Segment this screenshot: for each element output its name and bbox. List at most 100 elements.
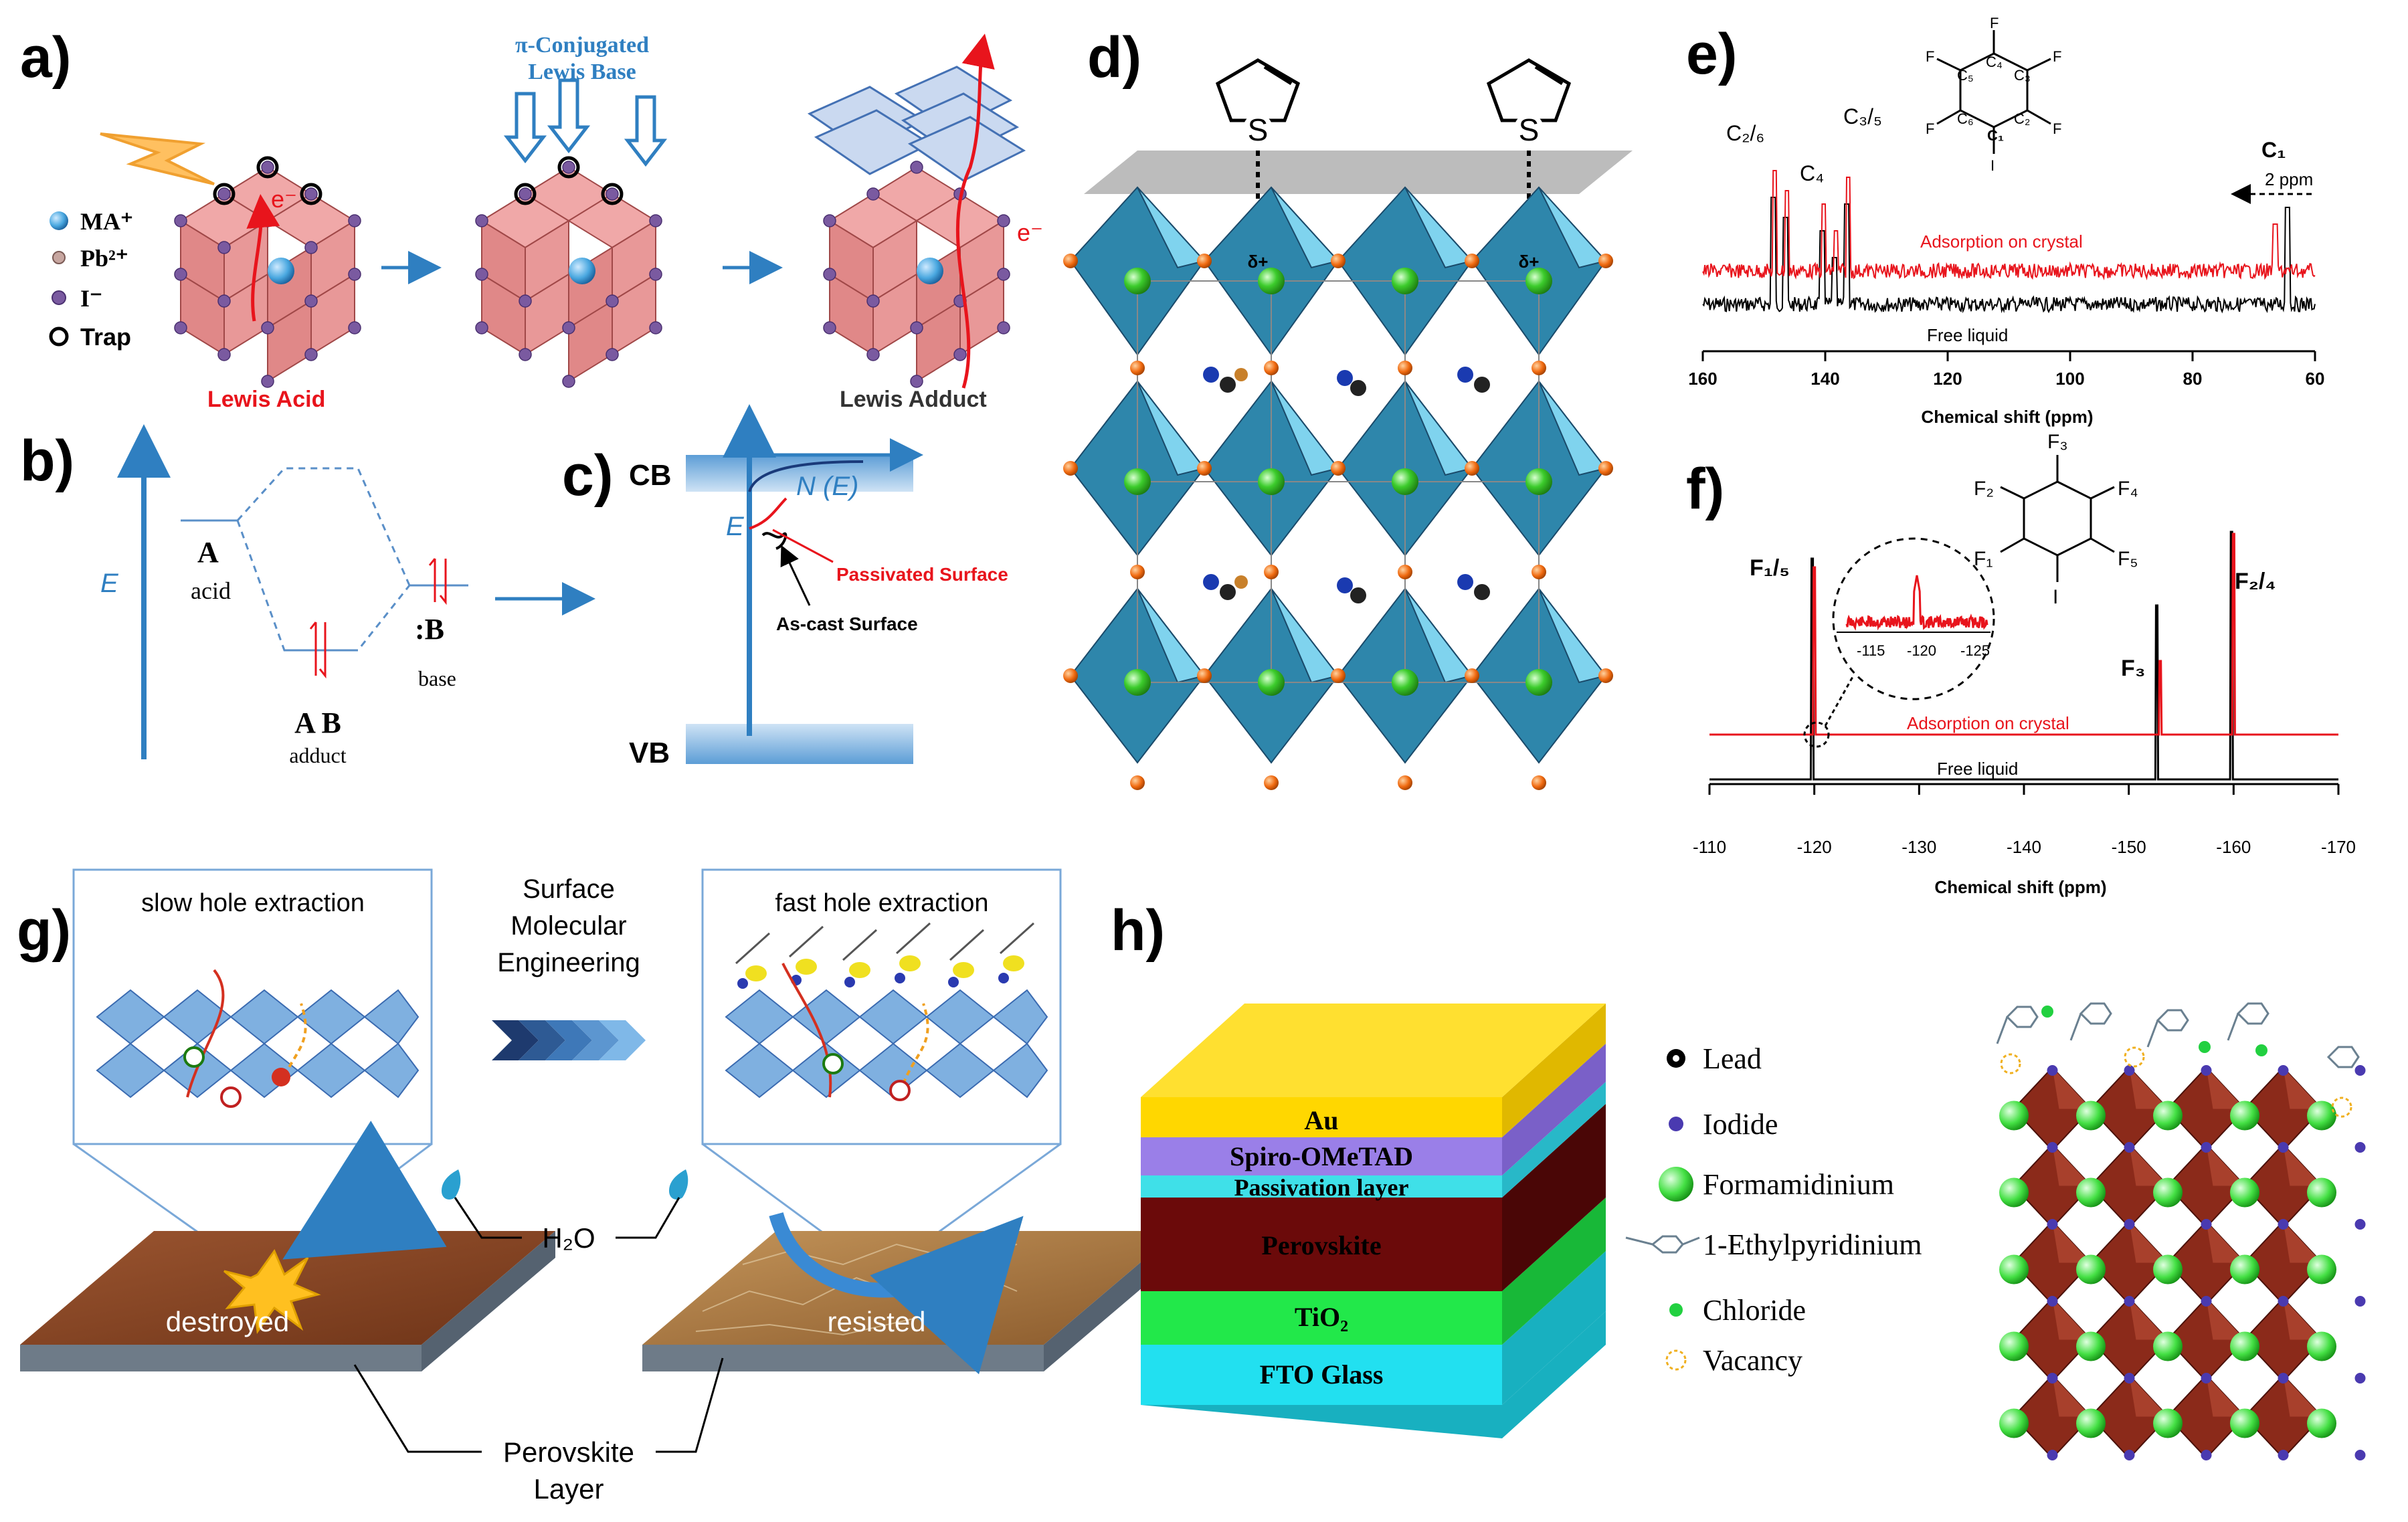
- iodide-h: [2124, 1142, 2135, 1153]
- spectrum-adsorbed-e: [1702, 170, 2316, 281]
- shift-note-e: 2 ppm: [2265, 169, 2313, 189]
- ascast-label: As-cast Surface: [776, 613, 918, 634]
- surface-molecules: [735, 922, 1035, 989]
- panel-label-g: g): [17, 898, 71, 963]
- struct-e-f-bl: F: [1926, 120, 1934, 137]
- struct-e-f-top: F: [1990, 15, 1999, 31]
- chloride-legend-icon: [1669, 1303, 1683, 1317]
- formamidinium-h: [2307, 1408, 2336, 1438]
- struct-f-f1: F₁: [1974, 548, 1993, 570]
- center-label-2: Molecular: [511, 911, 626, 941]
- damage-burst-icon: [223, 1248, 321, 1334]
- iodide-h: [2201, 1373, 2212, 1384]
- layer-au: Au: [1304, 1105, 1338, 1135]
- panel-label-f: f): [1686, 457, 1724, 521]
- tick-label-f: -160: [2216, 837, 2251, 857]
- iodide-h: [2354, 1219, 2366, 1230]
- iodide-h: [2047, 1142, 2058, 1153]
- peak-f-f24: F₂/₄: [2235, 569, 2276, 594]
- acid-symbol: A: [197, 536, 219, 569]
- layer-label-2: Layer: [533, 1473, 604, 1505]
- legend-chloride: Chloride: [1703, 1294, 1806, 1327]
- iodide-h: [2047, 1065, 2058, 1076]
- hexafluoro-structure-e: [1936, 30, 2051, 154]
- panel-g: slow hole extraction fast hole extractio…: [20, 868, 1178, 1505]
- formamidinium-h: [2153, 1331, 2183, 1361]
- panel-label-d: d): [1087, 25, 1141, 90]
- perovskite-lattice-2: [475, 156, 662, 388]
- tick-label-f: -120: [1797, 837, 1832, 857]
- iodide-h: [2047, 1450, 2058, 1460]
- peak-f-f15: F₁/₅: [1750, 555, 1790, 581]
- cb-label: CB: [629, 459, 672, 492]
- octahedron-face-h: [2206, 1067, 2245, 1109]
- struct-f-f2: F₂: [1974, 478, 1994, 500]
- octahedron-face-h: [2206, 1144, 2245, 1186]
- panel-label-e: e): [1686, 22, 1737, 86]
- struct-f-f5: F₅: [2118, 548, 2138, 570]
- peak-e-c35: C₃/₅: [1843, 104, 1882, 128]
- electron-label-1: e⁻: [271, 185, 297, 213]
- peak-e-c1: C₁: [2261, 138, 2286, 162]
- peak-e-c26: C₂/₆: [1726, 121, 1764, 145]
- iodide-h: [2354, 1065, 2366, 1076]
- iodide-h: [2201, 1296, 2212, 1307]
- water-label: H₂O: [542, 1222, 595, 1254]
- legend-ma: MA⁺: [80, 208, 133, 235]
- iodide-h: [2278, 1219, 2289, 1230]
- octahedron-face-h: [2283, 1067, 2322, 1109]
- iodide-legend-icon: [52, 290, 66, 305]
- octahedron-face-h: [2129, 1067, 2168, 1109]
- pb-legend-icon: [52, 251, 66, 264]
- lewis-acid-label: Lewis Acid: [207, 387, 325, 412]
- water-drop-icon-2: [669, 1169, 688, 1200]
- spectrum-adsorbed-f: [1709, 533, 2338, 736]
- octahedron-face-h: [2052, 1067, 2092, 1109]
- slow-label: slow hole extraction: [141, 889, 365, 917]
- lewis-base-title-2: Lewis Base: [528, 60, 636, 84]
- electron-label-2: e⁻: [1017, 219, 1043, 246]
- iodide-h: [2047, 1296, 2058, 1307]
- trap-legend-icon: [49, 326, 69, 347]
- legend-iodide-h: Iodide: [1703, 1108, 1778, 1141]
- peak-e-c4: C₄: [1800, 161, 1824, 185]
- formamidinium-h: [2076, 1101, 2106, 1131]
- spectrum-free-liquid-e: [1702, 197, 2316, 314]
- nmr-spectrum-e: [1702, 170, 2316, 314]
- octahedron-face-h: [2283, 1144, 2322, 1186]
- octahedron-face-h: [2283, 1375, 2322, 1417]
- formamidinium-h: [2153, 1254, 2183, 1285]
- valence-band: [686, 724, 913, 764]
- iodide-h: [2201, 1065, 2212, 1076]
- tick-label-e: 140: [1811, 369, 1839, 389]
- struct-e-c2: C₂: [2014, 110, 2030, 127]
- formamidinium-h: [2307, 1101, 2336, 1131]
- panel-b: E A acid A B adduct :B base: [100, 424, 595, 767]
- tick-label-e: 100: [2055, 369, 2084, 389]
- formamidinium-h: [2307, 1254, 2336, 1285]
- formamidinium-h: [2076, 1331, 2106, 1361]
- panel-c: CB VB N (E) E Passivated Surface As-cast…: [629, 404, 1008, 769]
- tick-label-f: -170: [2321, 837, 2356, 857]
- legend-pb: Pb²⁺: [80, 245, 128, 272]
- formamidinium-h: [2153, 1177, 2183, 1208]
- energy-axis-label: E: [100, 569, 119, 598]
- layer-passivation: Passivation layer: [1234, 1174, 1409, 1201]
- formamidinium-h: [2230, 1177, 2259, 1208]
- water-arrow-right: [769, 1212, 1024, 1375]
- struct-e-f-tr: F: [2053, 48, 2061, 65]
- iodide-h: [2354, 1296, 2366, 1307]
- conduction-band: [686, 455, 913, 492]
- struct-e-f-tl: F: [1926, 48, 1934, 65]
- iodide-h: [2201, 1219, 2212, 1230]
- lewis-base-arrows: [503, 78, 668, 167]
- iodide-h: [2047, 1219, 2058, 1230]
- nmr-spectrum-f: [1709, 531, 2338, 781]
- inset-tick-2: -120: [1907, 642, 1936, 659]
- inset-tick-1: -115: [1857, 642, 1885, 659]
- legend-trap: Trap: [80, 323, 131, 351]
- iodide-h: [2354, 1450, 2366, 1460]
- xlabel-e: Chemical shift (ppm): [1921, 407, 2093, 427]
- legend-lead: Lead: [1703, 1042, 1762, 1075]
- sulfur-label-1: S: [1248, 112, 1269, 147]
